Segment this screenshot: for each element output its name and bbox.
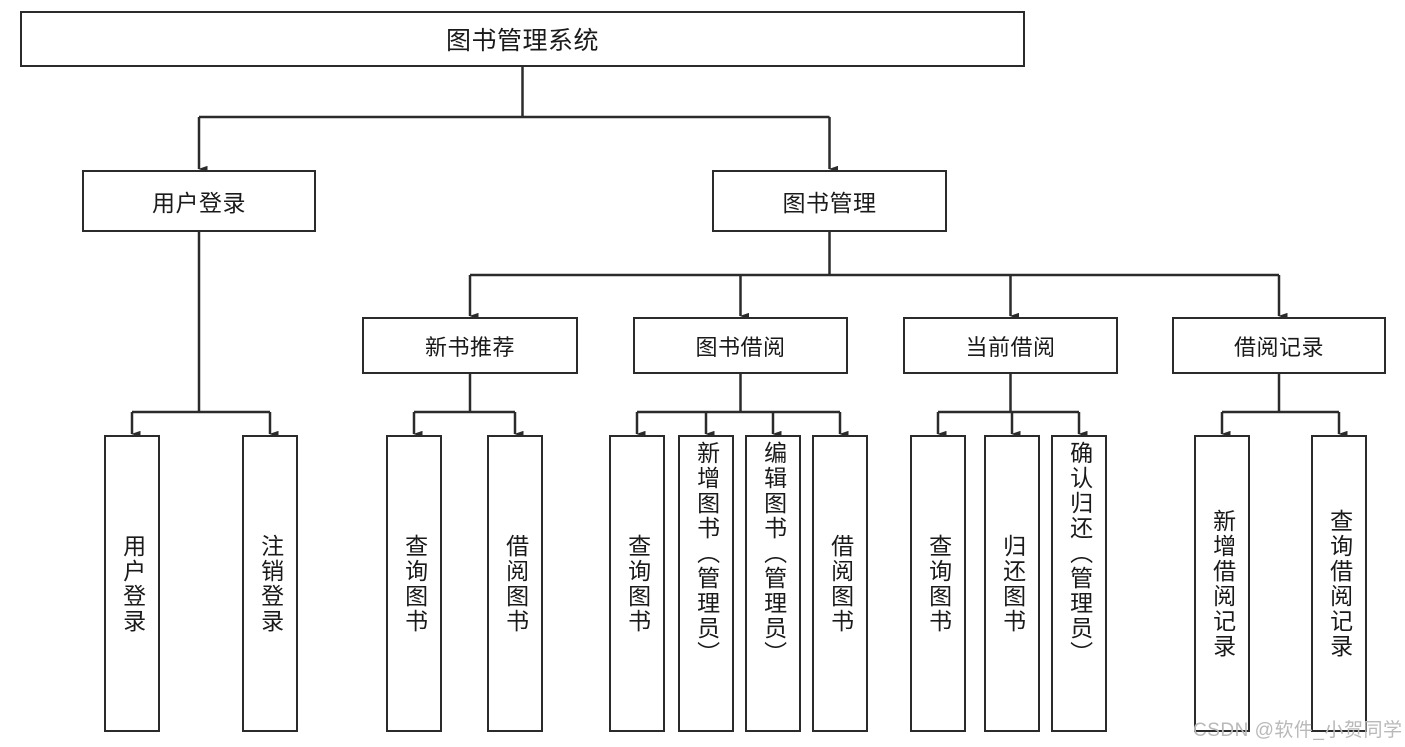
node-book-manage[interactable]: 图书管理 bbox=[712, 170, 947, 232]
node-label: 图书借阅 bbox=[695, 334, 786, 360]
leaf-leaf-borrow-book-1[interactable]: 借阅图书 bbox=[487, 435, 543, 732]
node-label: 图书管理 bbox=[782, 190, 877, 216]
node-new-book-rec[interactable]: 新书推荐 bbox=[362, 317, 578, 374]
node-book-borrow[interactable]: 图书借阅 bbox=[633, 317, 848, 374]
leaf-leaf-logout-login[interactable]: 注销登录 bbox=[242, 435, 298, 732]
node-label: 查询图书 bbox=[925, 533, 952, 634]
node-label: 归还图书 bbox=[999, 533, 1026, 634]
leaf-leaf-borrow-book-2[interactable]: 借阅图书 bbox=[812, 435, 868, 732]
node-borrow-record[interactable]: 借阅记录 bbox=[1172, 317, 1386, 374]
node-label: 当前借阅 bbox=[965, 334, 1056, 360]
node-label: 新增图书（管理员） bbox=[693, 441, 720, 666]
node-label: 注销登录 bbox=[257, 533, 284, 634]
node-label: 借阅图书 bbox=[827, 533, 854, 634]
node-label: 查询借阅记录 bbox=[1326, 508, 1353, 659]
connector-group bbox=[130, 67, 1348, 438]
node-label: 新书推荐 bbox=[424, 334, 515, 360]
leaf-leaf-query-book-1[interactable]: 查询图书 bbox=[386, 435, 442, 732]
node-user-login[interactable]: 用户登录 bbox=[82, 170, 316, 232]
leaf-leaf-return-book[interactable]: 归还图书 bbox=[984, 435, 1040, 732]
node-label: 用户登录 bbox=[152, 190, 246, 216]
node-label: 用户登录 bbox=[119, 533, 146, 634]
csdn-watermark: CSDN @软件_小贺同学 bbox=[1193, 720, 1403, 741]
node-label: 借阅图书 bbox=[502, 533, 529, 634]
node-label: 查询图书 bbox=[401, 533, 428, 634]
leaf-leaf-user-login[interactable]: 用户登录 bbox=[104, 435, 160, 732]
node-label: 确认归还（管理员） bbox=[1066, 441, 1093, 666]
leaf-leaf-add-book[interactable]: 新增图书（管理员） bbox=[678, 435, 734, 732]
leaf-leaf-add-record[interactable]: 新增借阅记录 bbox=[1194, 435, 1250, 732]
node-label: 新增借阅记录 bbox=[1209, 508, 1236, 659]
leaf-leaf-edit-book[interactable]: 编辑图书（管理员） bbox=[745, 435, 801, 732]
node-label: 借阅记录 bbox=[1233, 334, 1324, 360]
leaf-leaf-confirm-return[interactable]: 确认归还（管理员） bbox=[1051, 435, 1107, 732]
node-root[interactable]: 图书管理系统 bbox=[20, 11, 1025, 67]
leaf-leaf-query-record[interactable]: 查询借阅记录 bbox=[1311, 435, 1367, 732]
node-label: 查询图书 bbox=[624, 533, 651, 634]
node-label: 图书管理系统 bbox=[445, 27, 599, 55]
node-current-borrow[interactable]: 当前借阅 bbox=[903, 317, 1118, 374]
node-label: 编辑图书（管理员） bbox=[760, 441, 787, 666]
leaf-leaf-query-book-2[interactable]: 查询图书 bbox=[609, 435, 665, 732]
leaf-leaf-query-book-3[interactable]: 查询图书 bbox=[910, 435, 966, 732]
